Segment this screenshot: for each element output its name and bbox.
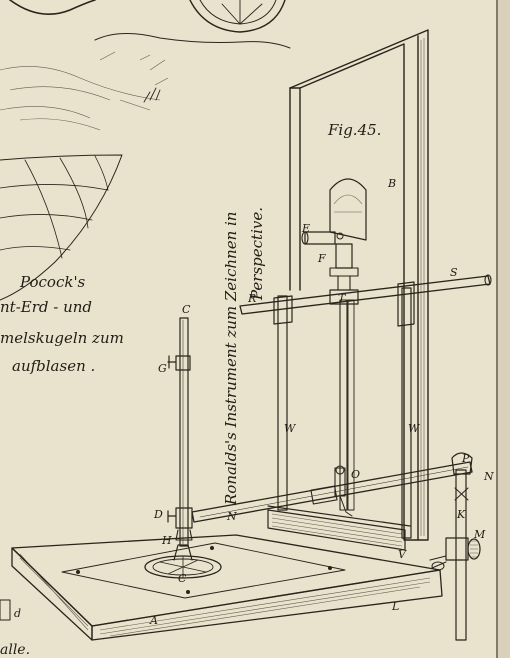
label-D: D	[153, 508, 163, 521]
figure-number: Fig.45.	[327, 121, 381, 139]
left-caption-line3: melskugeln zum	[0, 329, 124, 347]
plate-margin	[496, 0, 510, 658]
vertical-caption: Ronalds's Instrument zum Zeichnen in Per…	[222, 207, 266, 506]
globe-gore-drawing	[0, 154, 123, 301]
top-cropped-figure	[0, 0, 291, 131]
tall-frame	[289, 29, 429, 541]
left-caption-bottom: alle.	[0, 642, 30, 658]
left-caption-line1: Pocock's	[19, 273, 86, 291]
label-E: E	[301, 222, 310, 235]
label-O: O	[351, 468, 360, 481]
label-W-left: W	[284, 422, 297, 435]
label-C-top: C	[182, 303, 191, 316]
label-P: P	[461, 452, 470, 465]
label-N-left: N	[226, 510, 237, 523]
label-B: B	[387, 177, 396, 190]
left-caption: Pocock's nt-Erd - und melskugeln zum auf…	[0, 273, 124, 658]
vertical-caption-line2: Perspective.	[248, 207, 266, 301]
label-V: V	[398, 548, 407, 561]
label-S: S	[450, 266, 458, 279]
left-caption-line4: aufblasen .	[12, 357, 95, 375]
label-W-right: W	[408, 422, 421, 435]
label-G: G	[158, 362, 167, 375]
horizontal-bar	[239, 274, 492, 327]
label-A: A	[149, 614, 158, 627]
label-R: R	[247, 292, 256, 305]
label-C-foot: C	[178, 572, 187, 585]
small-box-d	[0, 599, 11, 621]
label-M: M	[473, 528, 486, 541]
left-vertical-rod	[167, 317, 193, 547]
label-N-right: N	[483, 470, 494, 483]
vertical-caption-line1: Ronalds's Instrument zum Zeichnen in	[222, 212, 240, 506]
tripod-foot	[144, 544, 222, 579]
label-d: d	[14, 607, 21, 620]
label-K: K	[456, 508, 466, 521]
label-T: T	[338, 292, 347, 305]
base-slide-frame	[267, 505, 411, 551]
label-L: L	[391, 600, 399, 613]
sight-window	[301, 178, 367, 277]
left-caption-line2: nt-Erd - und	[0, 298, 92, 316]
part-labels: A B C C D E F G H K L M N N O P R S T V …	[149, 177, 494, 627]
label-H: H	[161, 534, 172, 547]
right-post	[429, 452, 481, 641]
label-F: F	[317, 252, 326, 265]
uprights	[277, 287, 412, 539]
